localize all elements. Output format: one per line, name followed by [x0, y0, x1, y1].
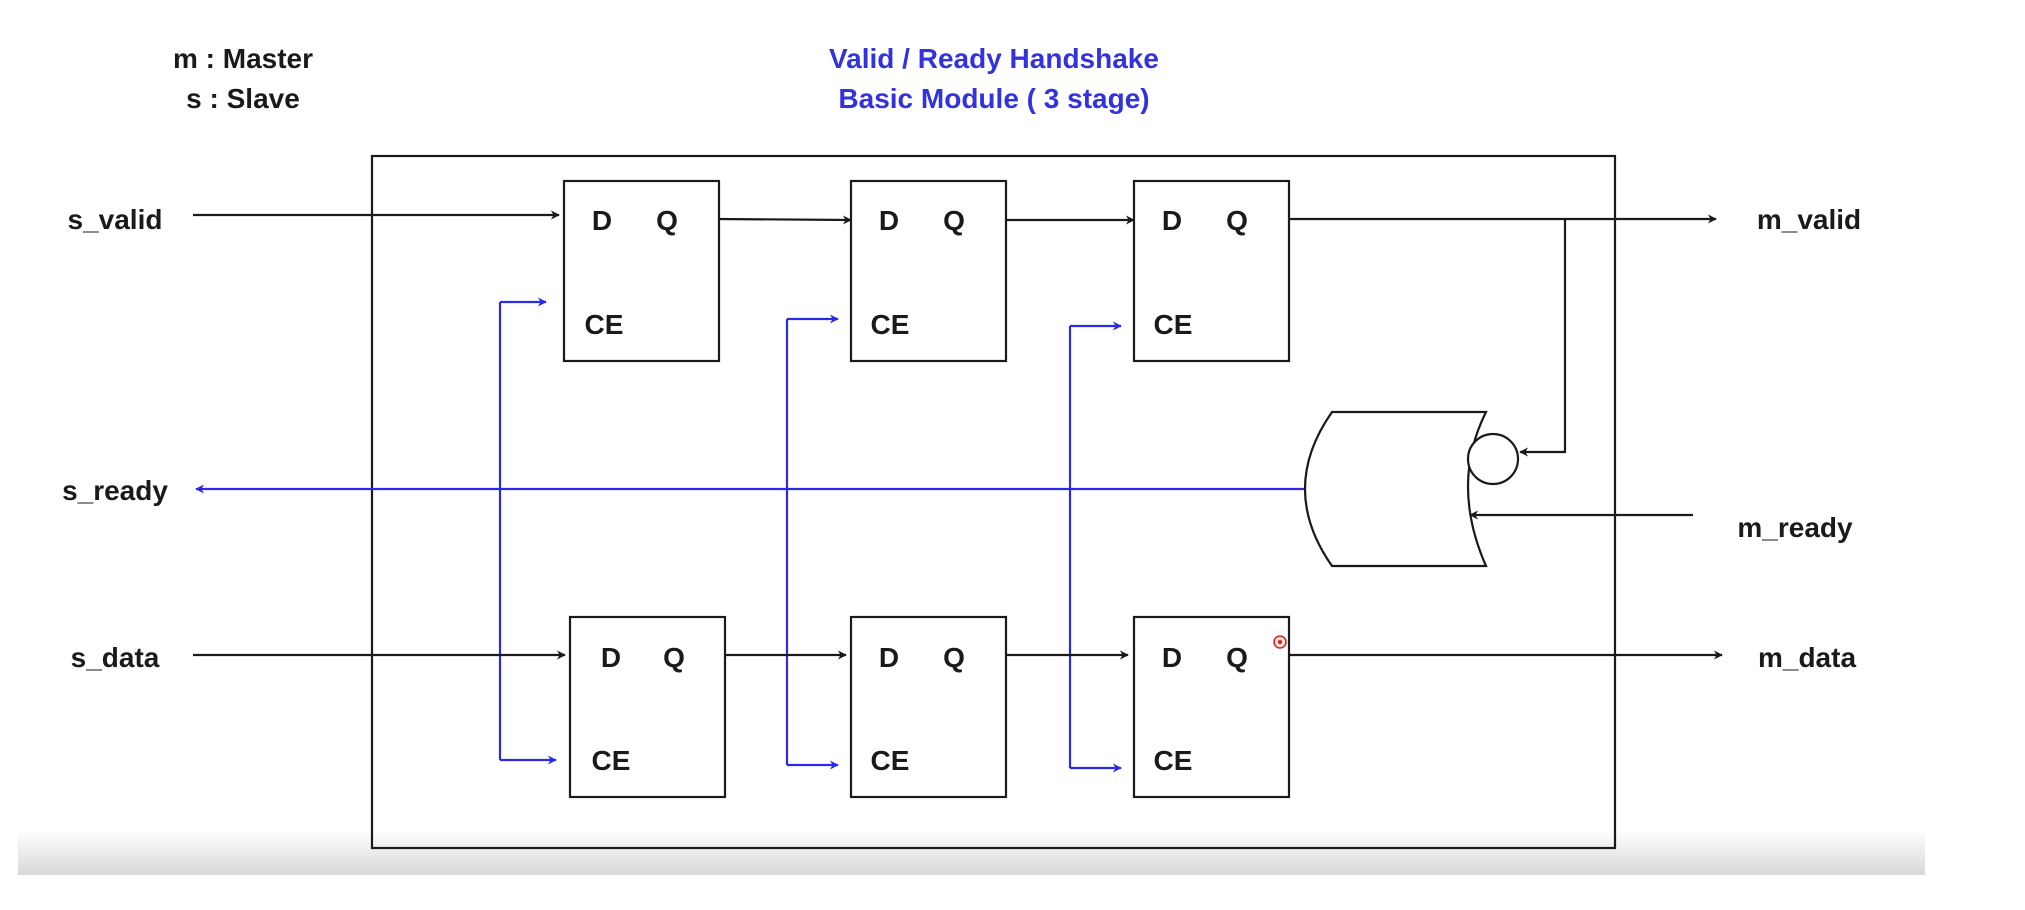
m-valid-feedback-wire — [1519, 219, 1567, 457]
pin-q: Q — [663, 642, 685, 673]
module-boundary — [370, 154, 1617, 850]
label-m-data: m_data — [1758, 642, 1856, 673]
data-wires — [193, 210, 1723, 660]
pin-d: D — [879, 642, 899, 673]
flip-flop-valid-stage1: D Q CE — [562, 179, 721, 363]
bottom-shadow-strip — [18, 830, 1925, 875]
flip-flop-valid-stage2: D Q CE — [849, 179, 1008, 363]
label-s-data: s_data — [71, 642, 160, 673]
gate-body — [1303, 410, 1488, 568]
inverter-bubble — [1466, 432, 1520, 486]
pin-ce: CE — [592, 745, 631, 776]
pin-q: Q — [656, 205, 678, 236]
flip-flop-data-stage2: D Q CE — [849, 615, 1008, 799]
flip-flop-valid-stage3: D Q CE — [1132, 179, 1291, 363]
label-m-ready: m_ready — [1737, 512, 1853, 543]
diagram-title-line2: Basic Module ( 3 stage) — [838, 83, 1149, 114]
pin-d: D — [879, 205, 899, 236]
gate — [1303, 410, 1520, 568]
pin-ce: CE — [585, 309, 624, 340]
diagram-title-line1: Valid / Ready Handshake — [829, 43, 1159, 74]
pin-d: D — [592, 205, 612, 236]
pin-d: D — [601, 642, 621, 673]
legend-slave: s : Slave — [186, 83, 300, 114]
ce-control-wires — [195, 297, 1308, 773]
legend-master: m : Master — [173, 43, 313, 74]
pin-q: Q — [1226, 205, 1248, 236]
pin-q: Q — [943, 642, 965, 673]
label-m-valid: m_valid — [1757, 204, 1861, 235]
pin-ce: CE — [871, 745, 910, 776]
flip-flop-data-stage3: D Q CE — [1132, 615, 1291, 799]
pin-q: Q — [943, 205, 965, 236]
flip-flop-data-stage1: D Q CE — [568, 615, 727, 799]
valid-wire-1-2 — [717, 215, 852, 225]
pin-ce: CE — [1154, 309, 1193, 340]
pin-ce: CE — [871, 309, 910, 340]
label-s-ready: s_ready — [62, 475, 168, 506]
pin-d: D — [1162, 642, 1182, 673]
label-s-valid: s_valid — [68, 204, 163, 235]
pin-ce: CE — [1154, 745, 1193, 776]
pin-q: Q — [1226, 642, 1248, 673]
pin-d: D — [1162, 205, 1182, 236]
